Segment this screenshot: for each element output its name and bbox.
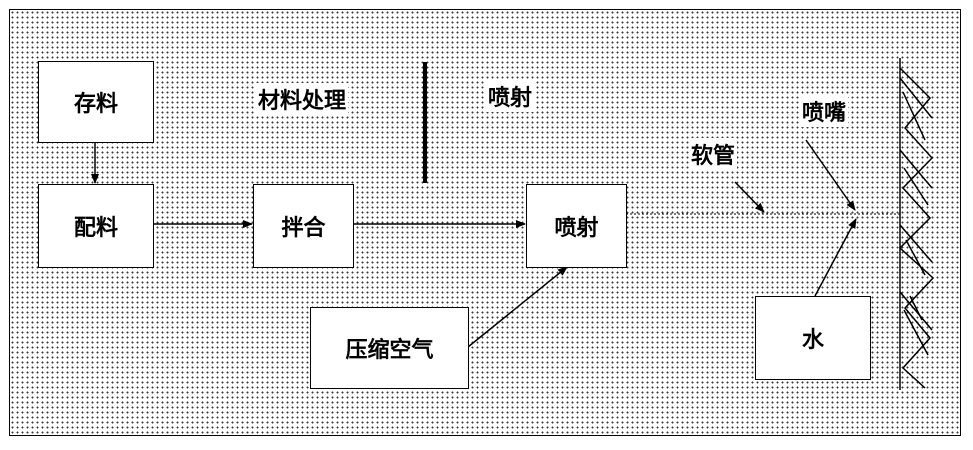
diagram-frame xyxy=(9,9,961,436)
hose-label: 软管 xyxy=(689,138,738,170)
batching-box: 配料 xyxy=(38,184,154,268)
nozzle-label: 喷嘴 xyxy=(800,95,849,127)
arrow-hose-pointer xyxy=(734,181,765,213)
rock-face xyxy=(898,58,935,390)
arrow-air-to-spraying xyxy=(467,266,568,348)
mixing-box: 拌合 xyxy=(253,184,354,268)
compressed-air-box: 压缩空气 xyxy=(310,307,469,389)
storage-box: 存料 xyxy=(38,61,154,143)
material-processing-label: 材料处理 xyxy=(256,83,349,115)
arrow-water-to-nozzle xyxy=(814,218,857,297)
spraying-section-label: 喷射 xyxy=(486,80,535,112)
arrow-nozzle-pointer xyxy=(805,139,856,211)
spraying-box: 喷射 xyxy=(526,184,627,268)
water-box: 水 xyxy=(755,296,871,380)
